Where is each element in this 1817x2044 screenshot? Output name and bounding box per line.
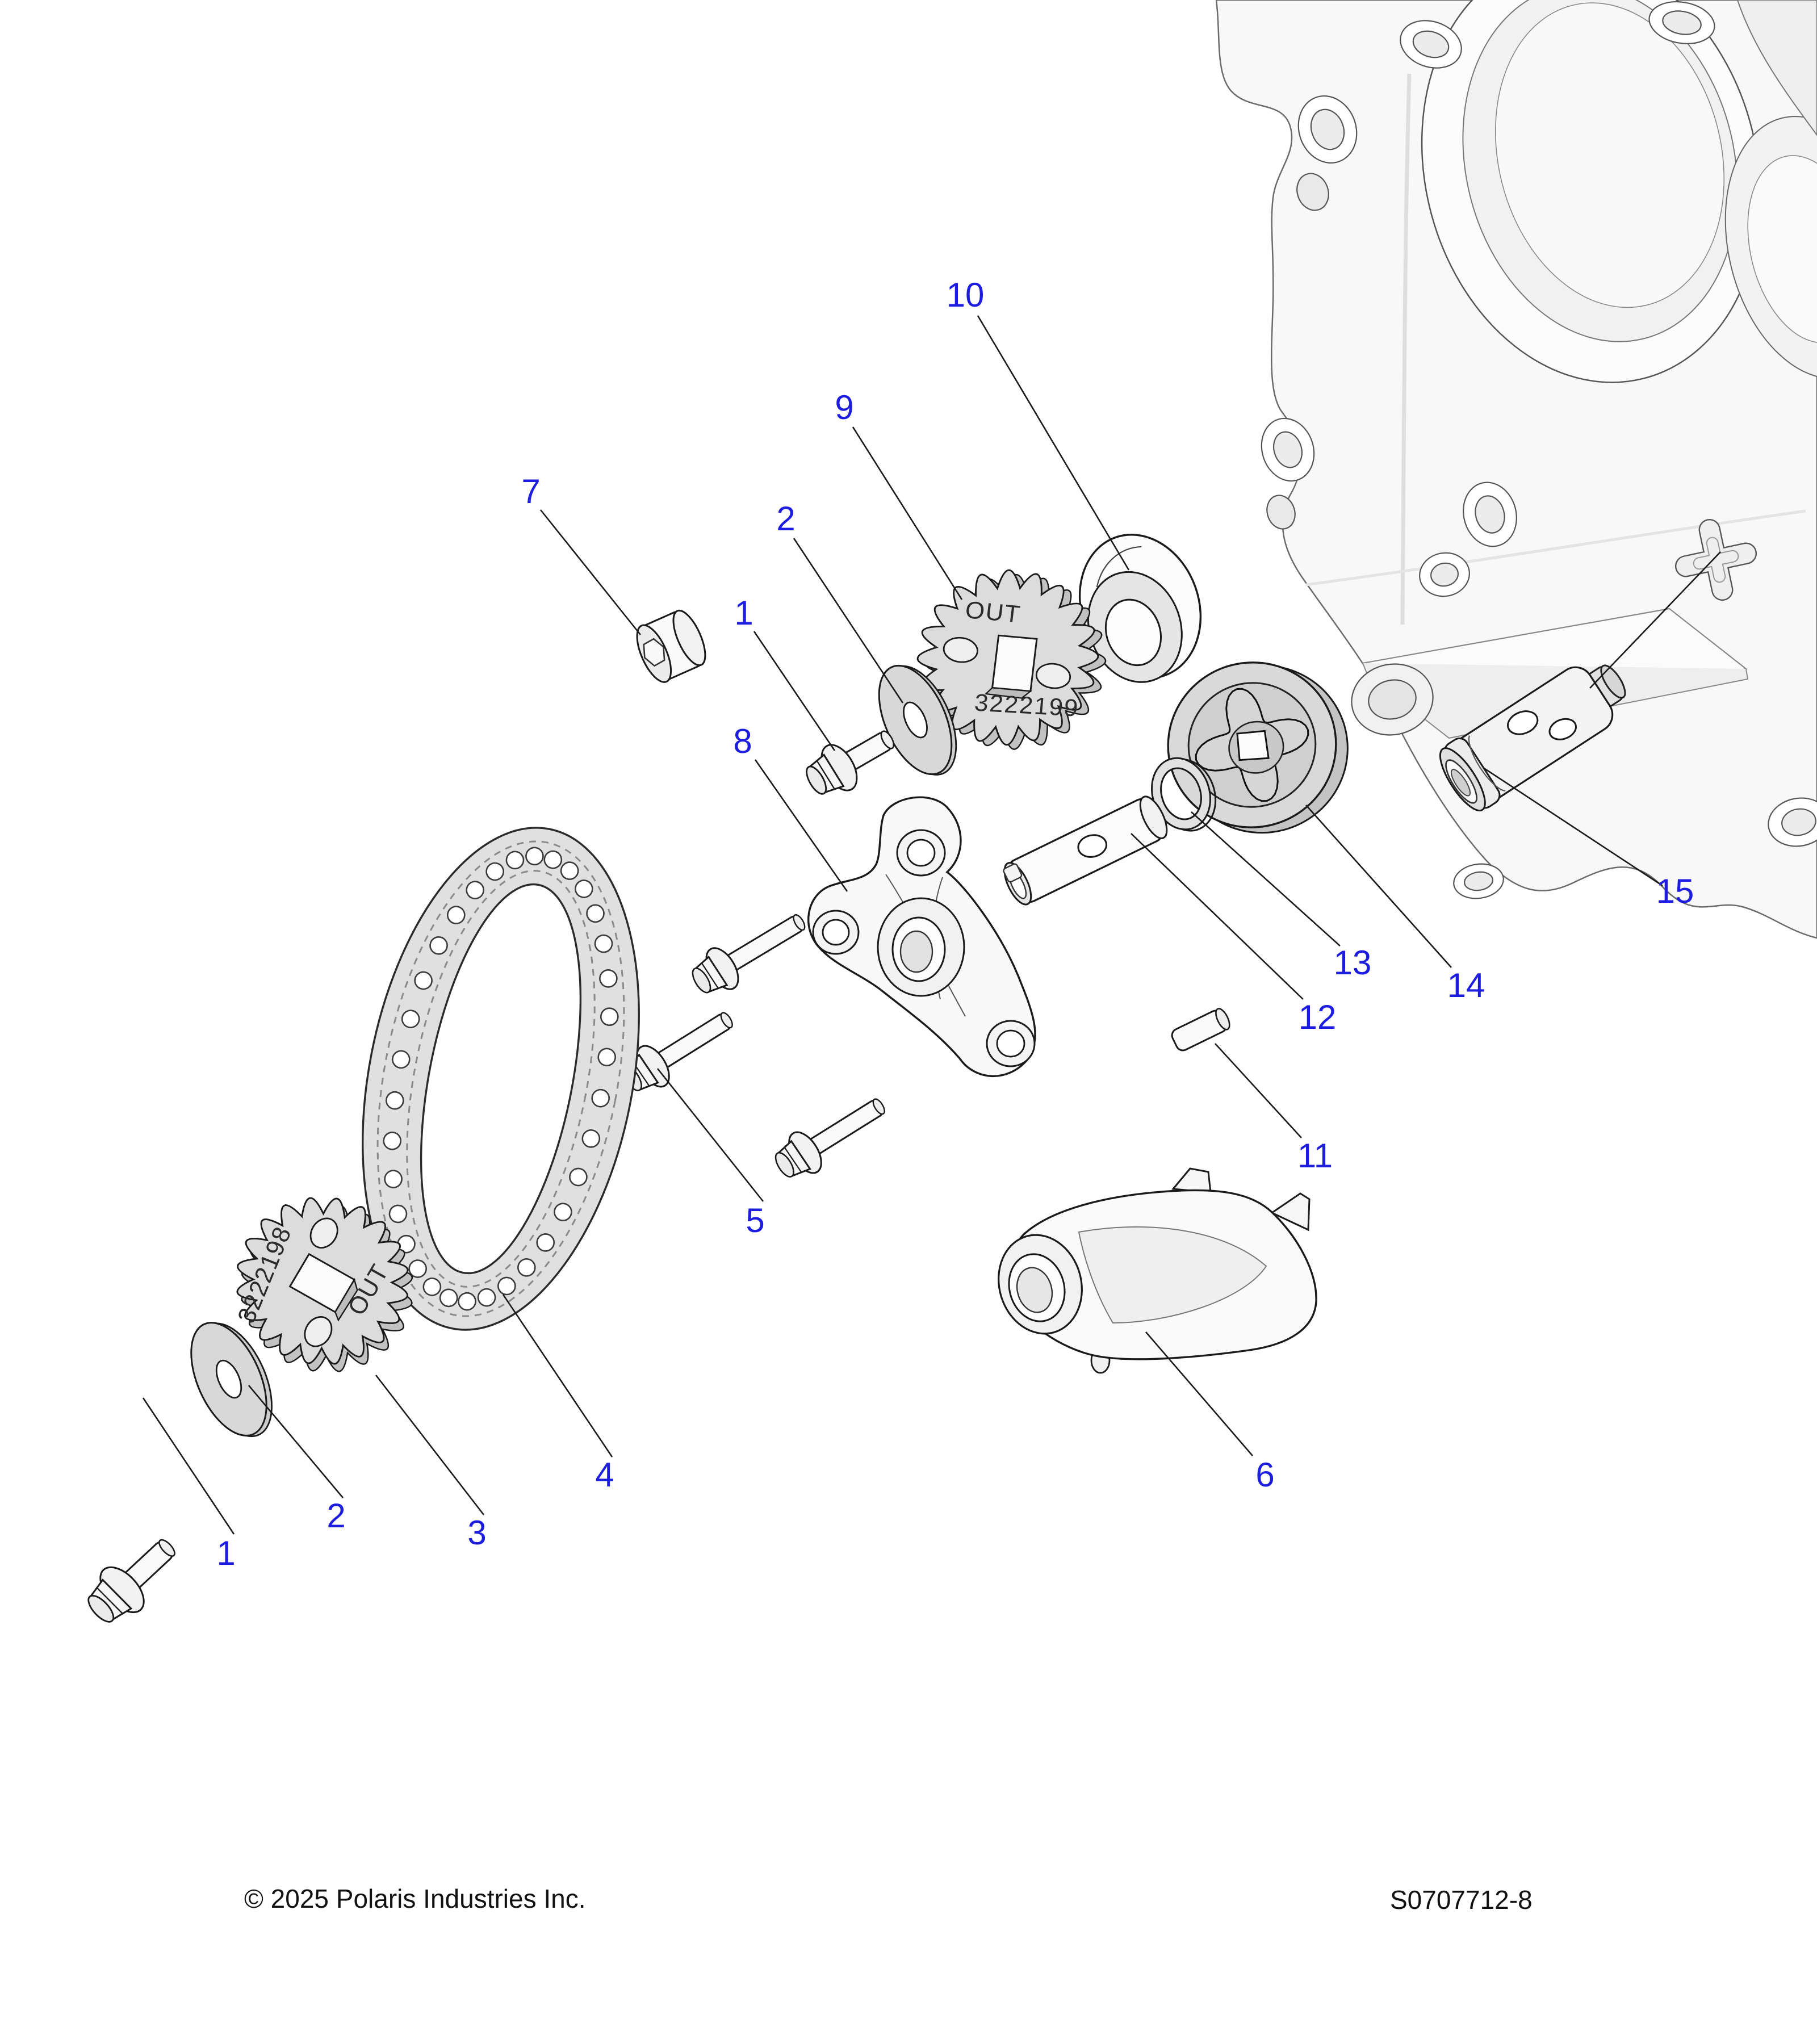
sheet-number: S0707712-8 (1390, 1885, 1533, 1915)
outlet-cover (998, 1167, 1317, 1374)
callout-layer: 10 9 7 2 1 8 15 13 14 12 11 5 6 4 3 2 1 (142, 276, 1721, 1572)
drive-sprocket-upper: OUT 3222199 (916, 569, 1107, 750)
leader-line (852, 426, 963, 600)
chain-roller (554, 1203, 572, 1221)
flange-bolt-lower (87, 1539, 175, 1623)
crankshaft-bore (1421, 0, 1761, 383)
dowel-pin (1171, 1008, 1230, 1052)
oil-pump-chain (362, 827, 640, 1331)
chain-roller (543, 850, 563, 869)
leader-line (1191, 811, 1341, 946)
callout-number: 1 (216, 1534, 235, 1572)
copyright-text: © 2025 Polaris Industries Inc. (244, 1884, 586, 1913)
crankcase-bolt-holes (1261, 1, 1817, 899)
callout-number: 2 (326, 1497, 345, 1535)
callout-number: 10 (947, 276, 985, 314)
chain-roller (581, 1129, 601, 1148)
chain-roller (600, 1007, 619, 1026)
chain-roller (497, 1276, 516, 1296)
spacer-bushing (636, 609, 706, 683)
chain-roller (446, 906, 466, 924)
chain-roller (383, 1132, 402, 1150)
oil-pressure-relief-valve (1439, 664, 1626, 812)
callout-number: 11 (1297, 1137, 1333, 1175)
chain-roller (422, 1278, 442, 1296)
leader-line (754, 759, 848, 892)
callout-number: 5 (746, 1201, 764, 1239)
chain-roller (439, 1288, 458, 1308)
callout-number: 6 (1255, 1456, 1274, 1494)
chain-roller (414, 971, 433, 990)
mounting-bolt (774, 1098, 885, 1178)
chain-roller (391, 1050, 411, 1069)
chain-roller (458, 1292, 476, 1311)
leader-line (1305, 805, 1452, 968)
chain-roller (429, 936, 448, 955)
chain-roller (388, 1204, 408, 1224)
shaft-collar (1078, 534, 1202, 683)
corner-rib (1736, 0, 1817, 136)
leader-line (977, 315, 1130, 571)
chain-roller (599, 969, 618, 988)
leader-line (1215, 1043, 1302, 1138)
leader-line (1483, 767, 1663, 887)
callout-number: 1 (734, 594, 753, 632)
chain-roller (591, 1088, 610, 1108)
leader-line (142, 1397, 235, 1535)
leader-line (375, 1375, 485, 1515)
chain-roller (466, 881, 484, 899)
chain-roller (594, 934, 613, 953)
leader-line (248, 1385, 344, 1498)
chain-roller (525, 847, 544, 866)
leader-line (1145, 1331, 1253, 1456)
driven-sprocket-lower: 3222198 OUT (233, 1197, 413, 1372)
leader-line (1589, 551, 1721, 689)
chain-roller (597, 1048, 617, 1067)
pump-shaft (1003, 795, 1168, 906)
callout-number: 15 (1656, 872, 1694, 910)
leader-line (502, 1294, 613, 1457)
chain-roller (575, 879, 593, 898)
chain-roller (408, 1259, 427, 1278)
leader-line (656, 1068, 764, 1202)
callout-number: 7 (521, 472, 540, 510)
seal-ring (1151, 757, 1217, 832)
chain-roller (401, 1010, 420, 1028)
leader-line (1131, 833, 1304, 1000)
mounting-bolt (692, 914, 806, 994)
leader-line (539, 509, 642, 635)
callout-number: 12 (1299, 998, 1337, 1036)
crankcase (1215, 0, 1817, 939)
callout-number: 13 (1334, 944, 1372, 982)
chain-roller (586, 904, 605, 923)
chain-roller (385, 1091, 404, 1110)
chain-links (383, 847, 619, 1311)
chain-roller (560, 861, 579, 880)
leader-line (753, 631, 836, 751)
callout-number: 8 (733, 722, 752, 760)
chain-roller (384, 1170, 403, 1188)
chain-roller (536, 1233, 555, 1252)
chain-roller (517, 1258, 536, 1277)
chain-roller (569, 1167, 588, 1187)
callout-number: 9 (835, 388, 853, 426)
pump-housing (807, 796, 1036, 1078)
sprocket-out-label: OUT (964, 597, 1022, 629)
callout-number: 3 (467, 1514, 486, 1552)
chain-roller (477, 1288, 496, 1307)
callout-number: 4 (595, 1456, 614, 1494)
sprocket-part-number: 3222199 (973, 689, 1080, 722)
callout-number: 2 (776, 500, 795, 538)
secondary-bore (1724, 116, 1817, 379)
callout-number: 14 (1447, 966, 1485, 1004)
washer-lower (190, 1322, 273, 1438)
chain-roller (485, 862, 504, 881)
flange-bolt-upper (806, 730, 895, 795)
oil-passage-cross (1674, 518, 1757, 601)
pump-rotor-assembly (1167, 661, 1349, 834)
chain-roller (505, 851, 525, 870)
washer-upper (878, 664, 957, 776)
leader-line (793, 538, 904, 703)
